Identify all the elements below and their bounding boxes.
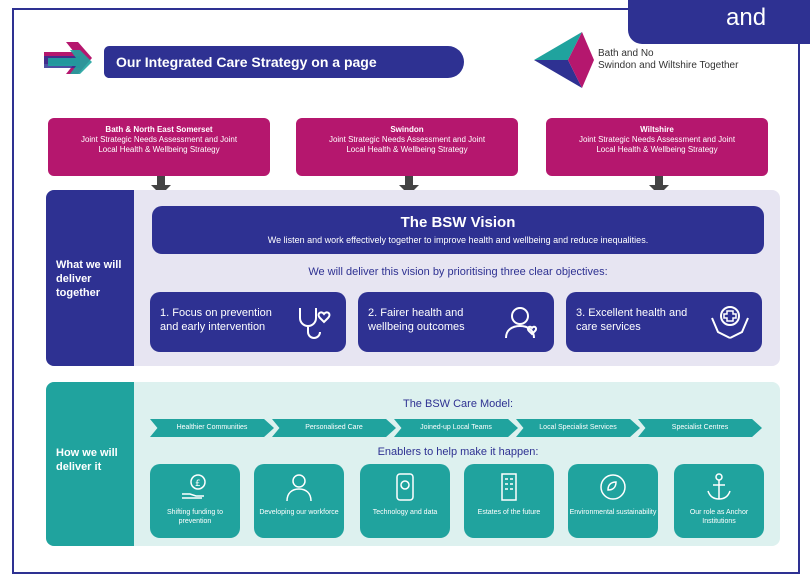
anchor-icon	[707, 473, 731, 500]
area-box-bath: Bath & North East Somerset Joint Strateg…	[48, 118, 270, 176]
enabler-label: Environmental sustainability	[569, 509, 657, 516]
worker-icon	[286, 474, 312, 502]
pound-hand-icon: £	[182, 474, 206, 499]
corner-tab-label: and	[726, 4, 767, 31]
logo-text: Bath and No Swindon and Wiltshire Togeth…	[598, 48, 798, 72]
care-model-step-label: Local Specialist Services	[539, 424, 617, 431]
enabler-label: Shifting funding to prevention	[166, 509, 224, 525]
enablers-title: Enablers to help make it happen:	[377, 446, 539, 458]
stethoscope-heart-icon	[299, 308, 331, 339]
area-line-1: Joint Strategic Needs Assessment and Joi…	[80, 135, 238, 144]
vision-text: We listen and work effectively together …	[267, 235, 649, 245]
enabler-card: Our role as Anchor Institutions	[674, 464, 764, 538]
area-name: Wiltshire	[640, 125, 674, 134]
enabler-label: Estates of the future	[477, 509, 541, 516]
objective-label: 3. Excellent health and care services	[576, 307, 688, 333]
enabler-card: Technology and data	[360, 464, 450, 538]
objective-label: 2. Fairer health and wellbeing outcomes	[368, 307, 465, 333]
enabler-label: Our role as Anchor Institutions	[689, 509, 749, 525]
objectives-intro: We will deliver this vision by prioritis…	[308, 266, 608, 278]
logo-line-2: Swindon and Wiltshire Together	[598, 60, 739, 71]
down-arrow-icon	[649, 176, 669, 195]
logo-line-1: Bath and No	[598, 48, 654, 59]
area-name: Bath & North East Somerset	[105, 125, 213, 134]
care-model-step-label: Specialist Centres	[671, 424, 729, 431]
enabler-label: Technology and data	[372, 509, 438, 516]
header-arrow-icon	[44, 42, 92, 74]
hands-cross-icon	[711, 306, 749, 339]
care-model-title: The BSW Care Model:	[402, 398, 514, 410]
care-model-step-label: Healthier Communities	[176, 424, 248, 431]
area-line-2: Local Health & Wellbeing Strategy	[98, 145, 220, 154]
objective-label: 1. Focus on prevention and early interve…	[160, 307, 272, 333]
area-line-2: Local Health & Wellbeing Strategy	[596, 145, 718, 154]
care-model-step-label: Personalised Care	[305, 424, 363, 431]
care-model-step: Joined-up Local Teams	[394, 419, 518, 437]
vision-banner: The BSW Vision We listen and work effect…	[152, 206, 764, 254]
phone-bulb-icon	[396, 473, 414, 501]
care-model-step: Specialist Centres	[638, 419, 762, 437]
down-arrow-icon	[151, 176, 171, 195]
enabler-card: Environmental sustainability	[568, 464, 658, 538]
corner-tab: and	[628, 0, 810, 44]
bsw-logo-icon	[534, 32, 594, 88]
care-model-step: Healthier Communities	[150, 419, 274, 437]
objective-card: 1. Focus on prevention and early interve…	[150, 292, 346, 352]
down-arrow-icon	[399, 176, 419, 195]
enabler-card: Developing our workforce	[254, 464, 344, 538]
enabler-card: Estates of the future	[464, 464, 554, 538]
enabler-label: Developing our workforce	[259, 509, 339, 516]
care-model-step: Personalised Care	[272, 419, 396, 437]
person-heart-icon	[505, 307, 538, 339]
area-box-wiltshire: Wiltshire Joint Strategic Needs Assessme…	[546, 118, 768, 176]
vision-title: The BSW Vision	[400, 214, 516, 231]
building-icon	[501, 473, 517, 501]
page-title: Our Integrated Care Strategy on a page	[104, 46, 464, 78]
what-side-label: What we will deliver together	[46, 190, 134, 366]
objective-card: 2. Fairer health and wellbeing outcomes	[358, 292, 554, 352]
care-model-step-label: Joined-up Local Teams	[420, 424, 492, 431]
care-model-step: Local Specialist Services	[516, 419, 640, 437]
area-name: Swindon	[390, 125, 424, 134]
enabler-card: £ Shifting funding to prevention	[150, 464, 240, 538]
how-side-label: How we will deliver it	[46, 382, 134, 546]
objective-card: 3. Excellent health and care services	[566, 292, 762, 352]
area-line-1: Joint Strategic Needs Assessment and Joi…	[578, 135, 736, 144]
area-line-2: Local Health & Wellbeing Strategy	[346, 145, 468, 154]
svg-text:£: £	[195, 479, 201, 489]
leaves-icon	[600, 474, 626, 500]
area-box-swindon: Swindon Joint Strategic Needs Assessment…	[296, 118, 518, 176]
area-line-1: Joint Strategic Needs Assessment and Joi…	[328, 135, 486, 144]
